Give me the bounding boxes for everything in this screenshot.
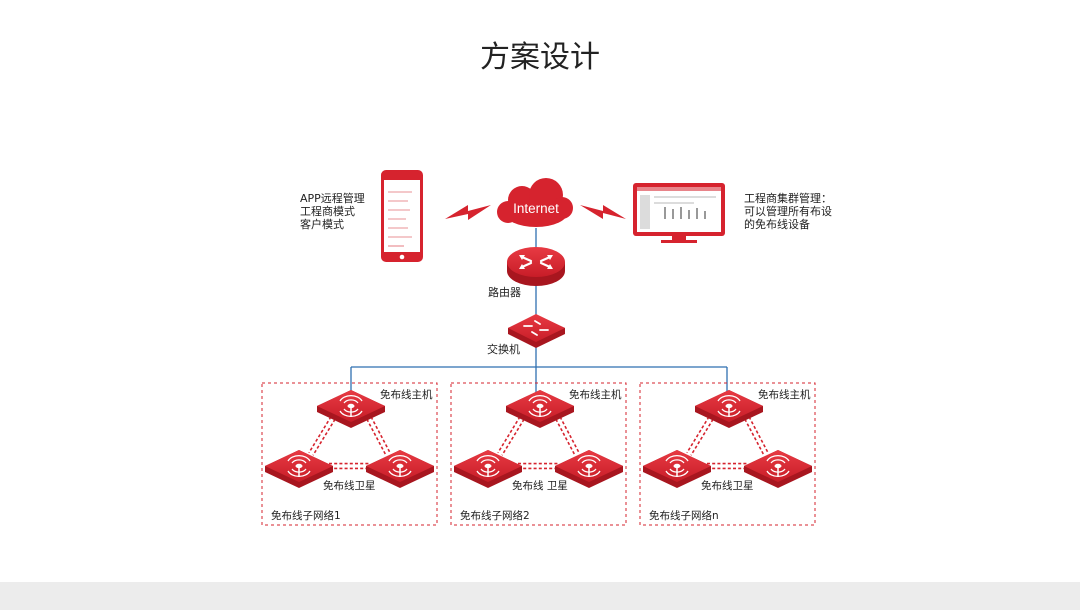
satellite-node-icon xyxy=(643,450,711,488)
engineer-label-block: 工程商集群管理： 可以管理所有布设 的免布线设备 xyxy=(744,191,832,231)
router-icon xyxy=(507,247,565,286)
satellite-node-label: 免布线 卫星 xyxy=(512,479,568,492)
smartphone-icon xyxy=(381,170,423,262)
app-label-line-2: 工程商模式 xyxy=(300,204,355,218)
wireless-link xyxy=(686,416,714,456)
engineer-label-line-2: 可以管理所有布设 xyxy=(744,204,832,218)
wireless-link xyxy=(518,462,559,470)
wireless-link xyxy=(308,416,336,456)
satellite-node-icon xyxy=(366,450,434,488)
page-title: 方案设计 xyxy=(480,40,600,75)
wireless-link xyxy=(497,416,525,456)
subnet-label: 免布线子网络n xyxy=(649,509,719,522)
wireless-link xyxy=(366,416,391,456)
wifi-signal-icon xyxy=(528,394,552,418)
switch-icon xyxy=(508,314,565,348)
main-node-icon xyxy=(506,390,574,428)
satellite-node-icon xyxy=(555,450,623,488)
wifi-signal-icon xyxy=(766,454,790,478)
app-label-line-1: APP远程管理 xyxy=(300,191,365,205)
internet-label: Internet xyxy=(513,201,559,216)
wireless-link xyxy=(555,416,580,456)
main-node-label: 免布线主机 xyxy=(758,388,811,401)
main-node-icon xyxy=(317,390,385,428)
wifi-signal-icon xyxy=(287,454,311,478)
wireless-bolt-left xyxy=(445,205,491,220)
main-node-label: 免布线主机 xyxy=(380,388,433,401)
wireless-link xyxy=(329,462,370,470)
wifi-signal-icon xyxy=(577,454,601,478)
wifi-signal-icon xyxy=(665,454,689,478)
app-label-block: APP远程管理 工程商模式 客户模式 xyxy=(300,191,365,231)
wifi-signal-icon xyxy=(476,454,500,478)
internet-cloud-icon: Internet xyxy=(497,178,573,227)
wireless-bolt-right xyxy=(580,205,626,219)
subnet-boundary xyxy=(450,382,627,526)
main-node-icon xyxy=(695,390,763,428)
satellite-node-label: 免布线卫星 xyxy=(323,479,376,492)
footer-bar xyxy=(0,582,1080,610)
subnet-boundary xyxy=(261,382,438,526)
subnet-label: 免布线子网络2 xyxy=(460,509,530,522)
main-node-label: 免布线主机 xyxy=(569,388,622,401)
satellite-node-label: 免布线卫星 xyxy=(701,479,754,492)
app-label-line-3: 客户模式 xyxy=(300,217,344,231)
switch-label: 交换机 xyxy=(487,342,520,356)
wireless-link xyxy=(707,462,748,470)
satellite-node-icon xyxy=(454,450,522,488)
wireless-link xyxy=(744,416,769,456)
engineer-label-line-3: 的免布线设备 xyxy=(744,217,810,231)
wifi-signal-icon xyxy=(339,394,363,418)
satellite-node-icon xyxy=(744,450,812,488)
wifi-signal-icon xyxy=(717,394,741,418)
subnet-label: 免布线子网络1 xyxy=(271,509,341,522)
satellite-node-icon xyxy=(265,450,333,488)
wifi-signal-icon xyxy=(388,454,412,478)
subnet-boundary xyxy=(639,382,816,526)
router-label: 路由器 xyxy=(488,285,521,299)
engineer-label-line-1: 工程商集群管理： xyxy=(744,191,832,205)
monitor-icon xyxy=(633,183,725,243)
